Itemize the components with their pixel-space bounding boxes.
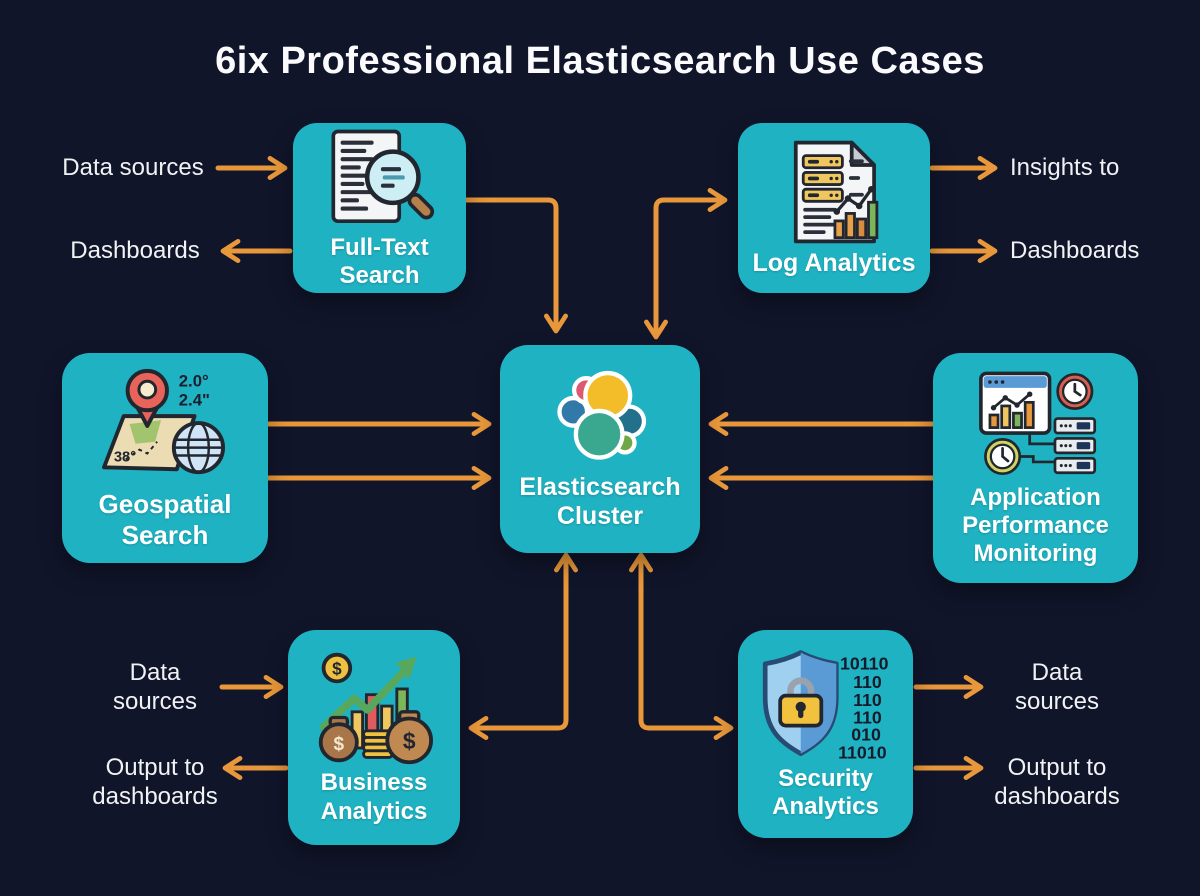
label-security-output-1: Data sources — [1014, 659, 1100, 716]
binary-line-5: 010 — [851, 724, 881, 744]
node-label-security-analytics: Security Analytics — [772, 764, 879, 820]
node-security-analytics: 10110 110 110 110 010 11010 Security Ana… — [738, 630, 913, 838]
node-geospatial-search: 38° 2.0° 2.4" Geospatial Search — [62, 353, 268, 563]
node-business-analytics: $ $ $ Business Analytics — [288, 630, 460, 845]
node-label-log-analytics: Log Analytics — [752, 249, 916, 278]
svg-text:$: $ — [334, 734, 345, 755]
map-degree-text: 38° — [114, 450, 136, 466]
shield-lock-binary-icon: 10110 110 110 110 010 11010 — [762, 649, 889, 762]
map-pin-globe-icon: 38° 2.0° 2.4" — [102, 369, 225, 475]
binary-line-3: 110 — [853, 690, 882, 710]
document-search-icon — [330, 129, 434, 223]
node-label-apm: Application Performance Monitoring — [962, 483, 1109, 568]
node-label-full-text-search: Full-Text Search — [330, 233, 429, 289]
binary-line-6: 11010 — [838, 742, 887, 762]
arrow-cluster-to-business — [468, 552, 578, 740]
node-log-analytics: Log Analytics — [738, 123, 930, 293]
node-label-elasticsearch-cluster: Elasticsearch Cluster — [519, 472, 681, 531]
log-document-chart-icon — [793, 140, 879, 244]
node-label-business-analytics: Business Analytics — [320, 769, 428, 825]
label-security-output-2: Output to dashboards — [994, 754, 1120, 811]
page-title: 6ix Professional Elasticsearch Use Cases — [215, 40, 985, 82]
label-log-output-1: Insights to — [1010, 154, 1120, 181]
label-business-input: Data sources — [112, 659, 198, 716]
binary-line-2: 110 — [853, 672, 882, 692]
label-fulltext-output: Dashboards — [70, 237, 200, 264]
svg-text:$: $ — [403, 728, 416, 754]
label-log-output-2: Dashboards — [1010, 237, 1140, 264]
node-elasticsearch-cluster: Elasticsearch Cluster — [500, 345, 700, 553]
label-fulltext-input: Data sources — [62, 154, 204, 181]
label-business-output: Output to dashboards — [92, 754, 218, 811]
coordinate-text-1: 2.0° — [179, 372, 209, 391]
node-full-text-search: Full-Text Search — [293, 123, 466, 293]
binary-line-4: 110 — [853, 707, 882, 727]
svg-text:$: $ — [332, 660, 342, 679]
money-growth-chart-icon: $ $ $ — [318, 652, 434, 765]
arrow-cluster-to-loganalytics — [644, 188, 728, 340]
node-application-performance-monitoring: Application Performance Monitoring — [933, 353, 1138, 583]
node-label-geospatial-search: Geospatial Search — [98, 489, 232, 550]
arrow-fulltext-to-cluster — [463, 197, 568, 334]
arrow-cluster-to-security — [629, 552, 734, 740]
apm-dashboard-clocks-servers-icon — [978, 371, 1096, 475]
coordinate-text-2: 2.4" — [179, 391, 210, 410]
binary-line-1: 10110 — [840, 653, 889, 673]
elasticsearch-logo-icon — [557, 370, 647, 460]
